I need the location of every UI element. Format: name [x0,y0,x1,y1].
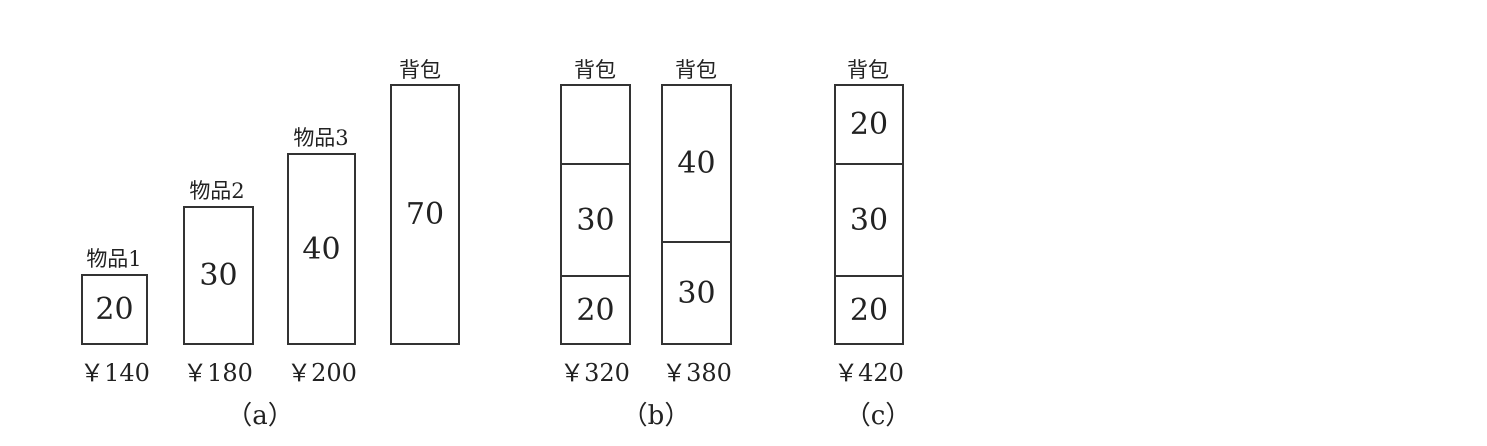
item1-price: ￥140 [80,359,150,387]
bag-b2-segment-40: 40 [663,86,730,243]
item1-label: 物品1 [86,247,142,271]
bag-c-segment-30: 30 [836,165,902,277]
bag-c-box: 20 30 20 [834,84,904,345]
bag-b1-empty-segment [562,86,629,165]
bag-b2-label: 背包 [675,58,717,82]
bag-c-segment-top-20: 20 [836,86,902,165]
bag-c-segment-bottom-20: 20 [849,292,889,328]
bag-b1-segment-20: 20 [576,292,615,328]
item2-box: 30 [183,206,254,345]
item3-label: 物品3 [293,126,349,150]
bag-b1-price: ￥320 [560,359,630,387]
caption-c: （c） [844,401,912,431]
bag-b2-box: 40 30 [661,84,732,345]
item3-box: 40 [287,153,356,345]
item3-price: ￥200 [287,359,357,387]
item2-label: 物品2 [189,179,245,203]
item2-weight: 30 [199,258,238,293]
bag-b1-label: 背包 [574,58,616,82]
bag-b1-segment-30: 30 [562,165,629,277]
item2-price: ￥180 [183,359,253,387]
bag-c-price: ￥420 [834,359,904,387]
bag-b2-price: ￥380 [662,359,732,387]
bag-a-box: 70 [390,84,460,345]
bag-c-label: 背包 [847,58,889,82]
item1-weight: 20 [95,292,134,327]
bag-b2-segment-30: 30 [677,275,716,311]
bag-a-label: 背包 [399,58,441,82]
bag-a-capacity: 70 [405,197,445,232]
item3-weight: 40 [302,231,341,267]
caption-b: （b） [621,401,691,431]
bag-b1-box: 30 20 [560,84,631,345]
item1-box: 20 [81,274,148,345]
caption-a: （a） [226,401,294,431]
